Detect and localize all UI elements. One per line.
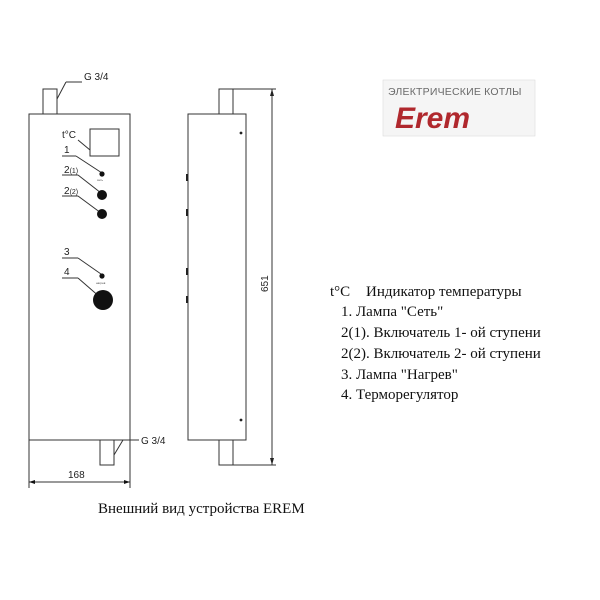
logo-top-text: ЭЛЕКТРИЧЕСКИЕ КОТЛЫ (388, 86, 522, 98)
temp-leader (77, 139, 91, 151)
bottom-pipe-leader (113, 439, 124, 456)
lamp-heating (99, 273, 105, 279)
legend-item-1: 1. Лампа "Сеть" (341, 304, 443, 320)
width-arrow-right (124, 480, 130, 484)
callout-1: 1 (64, 145, 70, 156)
lamp-network (99, 171, 105, 177)
callout-3-leader (77, 257, 102, 275)
callout-4: 4 (64, 267, 70, 278)
side-view (187, 88, 276, 466)
front-body (28, 113, 131, 441)
bottom-pipe (99, 439, 115, 466)
callout-2b-num: 2 (64, 186, 70, 197)
callout-2a-sub: (1) (70, 168, 79, 175)
legend-symbol: t°C (330, 284, 350, 300)
logo-box (382, 79, 536, 137)
side-screw-bottom (239, 418, 243, 422)
callout-2a: 2(1) (64, 165, 78, 176)
callout-2b-sub: (2) (70, 189, 79, 196)
callout-2a-leader (77, 174, 102, 194)
width-dim-label: 168 (68, 470, 85, 481)
callout-2b-leader (77, 195, 102, 214)
top-pipe-leader (56, 81, 67, 100)
side-bottom-pipe (218, 439, 234, 466)
callout-3: 3 (64, 247, 70, 258)
side-bracket-3 (186, 268, 188, 275)
bottom-pipe-label: G 3/4 (141, 436, 166, 447)
front-view (28, 81, 139, 488)
switch-stage-1 (97, 190, 107, 200)
caption: Внешний вид устройства EREM (98, 501, 305, 517)
side-details (186, 89, 274, 465)
legend-title: Индикатор температуры (366, 284, 522, 300)
side-bracket-2 (186, 209, 188, 216)
temp-display-label: t°C (62, 130, 76, 141)
erem-logo: ЭЛЕКТРИЧЕСКИЕ КОТЛЫ Erem (382, 79, 536, 137)
side-bracket-4 (186, 296, 188, 303)
side-bracket-1 (186, 174, 188, 181)
legend-item-4: 4. Терморегулятор (341, 387, 458, 403)
lamp-network-label: сеть (97, 178, 103, 182)
temp-display (89, 128, 120, 157)
height-arrow-bottom (270, 458, 274, 465)
callout-2b: 2(2) (64, 186, 78, 197)
switch-stage-2 (97, 209, 107, 219)
height-arrow-top (270, 89, 274, 96)
side-screw-top (239, 131, 243, 135)
side-body (187, 113, 247, 441)
thermoregulator-knob (93, 290, 113, 310)
callout-2a-num: 2 (64, 165, 70, 176)
side-top-pipe (218, 88, 234, 115)
callout-1-leader (75, 155, 103, 174)
width-arrow-left (29, 480, 35, 484)
legend: t°C Индикатор температуры 1. Лампа "Сеть… (330, 284, 541, 403)
legend-item-2b: 2(2). Включатель 2- ой ступени (341, 346, 541, 362)
lamp-heating-label: нагрев (96, 281, 106, 285)
front-controls (29, 171, 130, 484)
height-dim-label: 651 (260, 275, 271, 292)
legend-item-2a: 2(1). Включатель 1- ой ступени (341, 325, 541, 341)
top-pipe-label: G 3/4 (84, 72, 109, 83)
legend-item-3: 3. Лампа "Нагрев" (341, 367, 458, 383)
logo-brand: Erem (395, 102, 470, 135)
top-pipe (42, 88, 58, 115)
